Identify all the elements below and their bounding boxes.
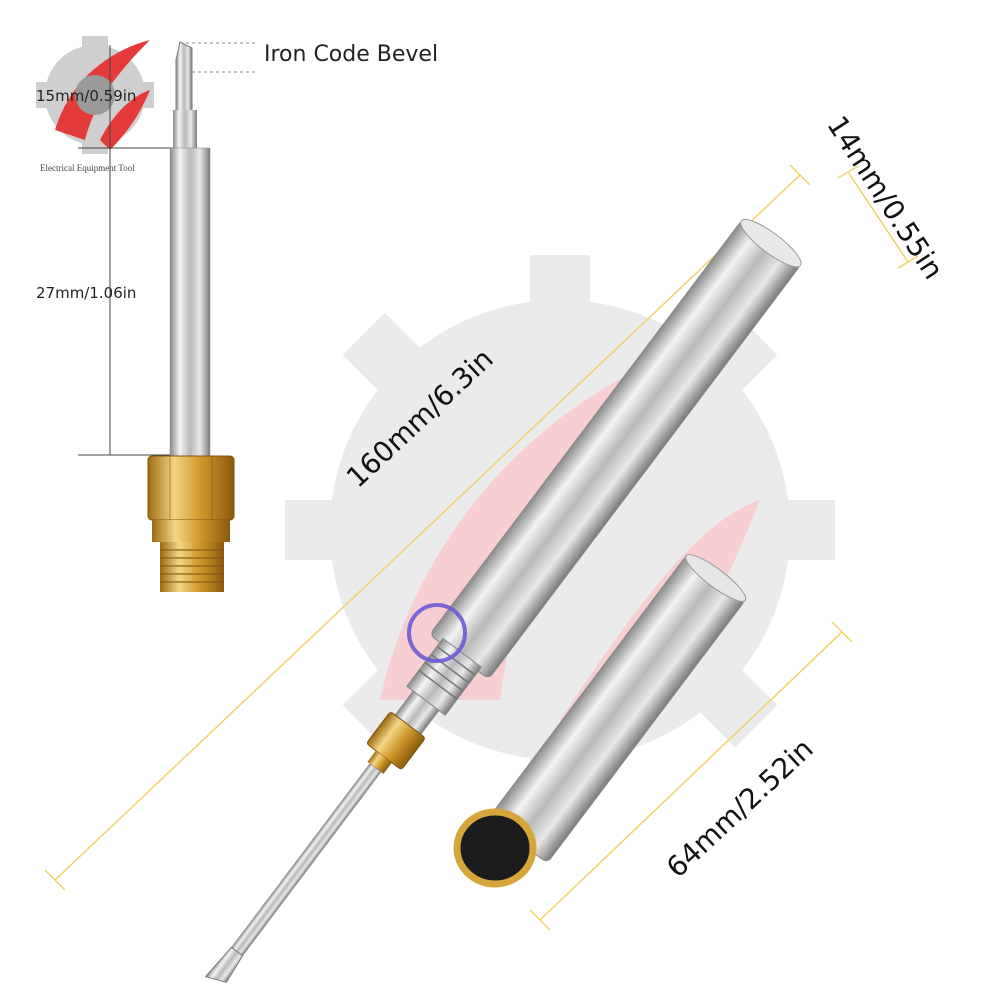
brand-caption: Electrical Equipment Tool bbox=[40, 163, 135, 173]
cap-length-dimension-line bbox=[529, 621, 853, 931]
tip-callout-label: Iron Code Bevel bbox=[264, 42, 439, 67]
brand-logo bbox=[36, 36, 154, 154]
diameter-dimension-line bbox=[837, 165, 919, 269]
bevel-length-label: 15mm/0.59in bbox=[36, 87, 137, 105]
shaft-length-label: 27mm/1.06in bbox=[36, 284, 137, 302]
cap-opening bbox=[453, 808, 537, 888]
soldering-iron-body bbox=[204, 218, 802, 983]
power-button-ring bbox=[407, 603, 467, 663]
soldering-iron-cap bbox=[453, 554, 747, 888]
total-length-dimension-line bbox=[44, 164, 811, 891]
tip-detail bbox=[78, 41, 258, 592]
